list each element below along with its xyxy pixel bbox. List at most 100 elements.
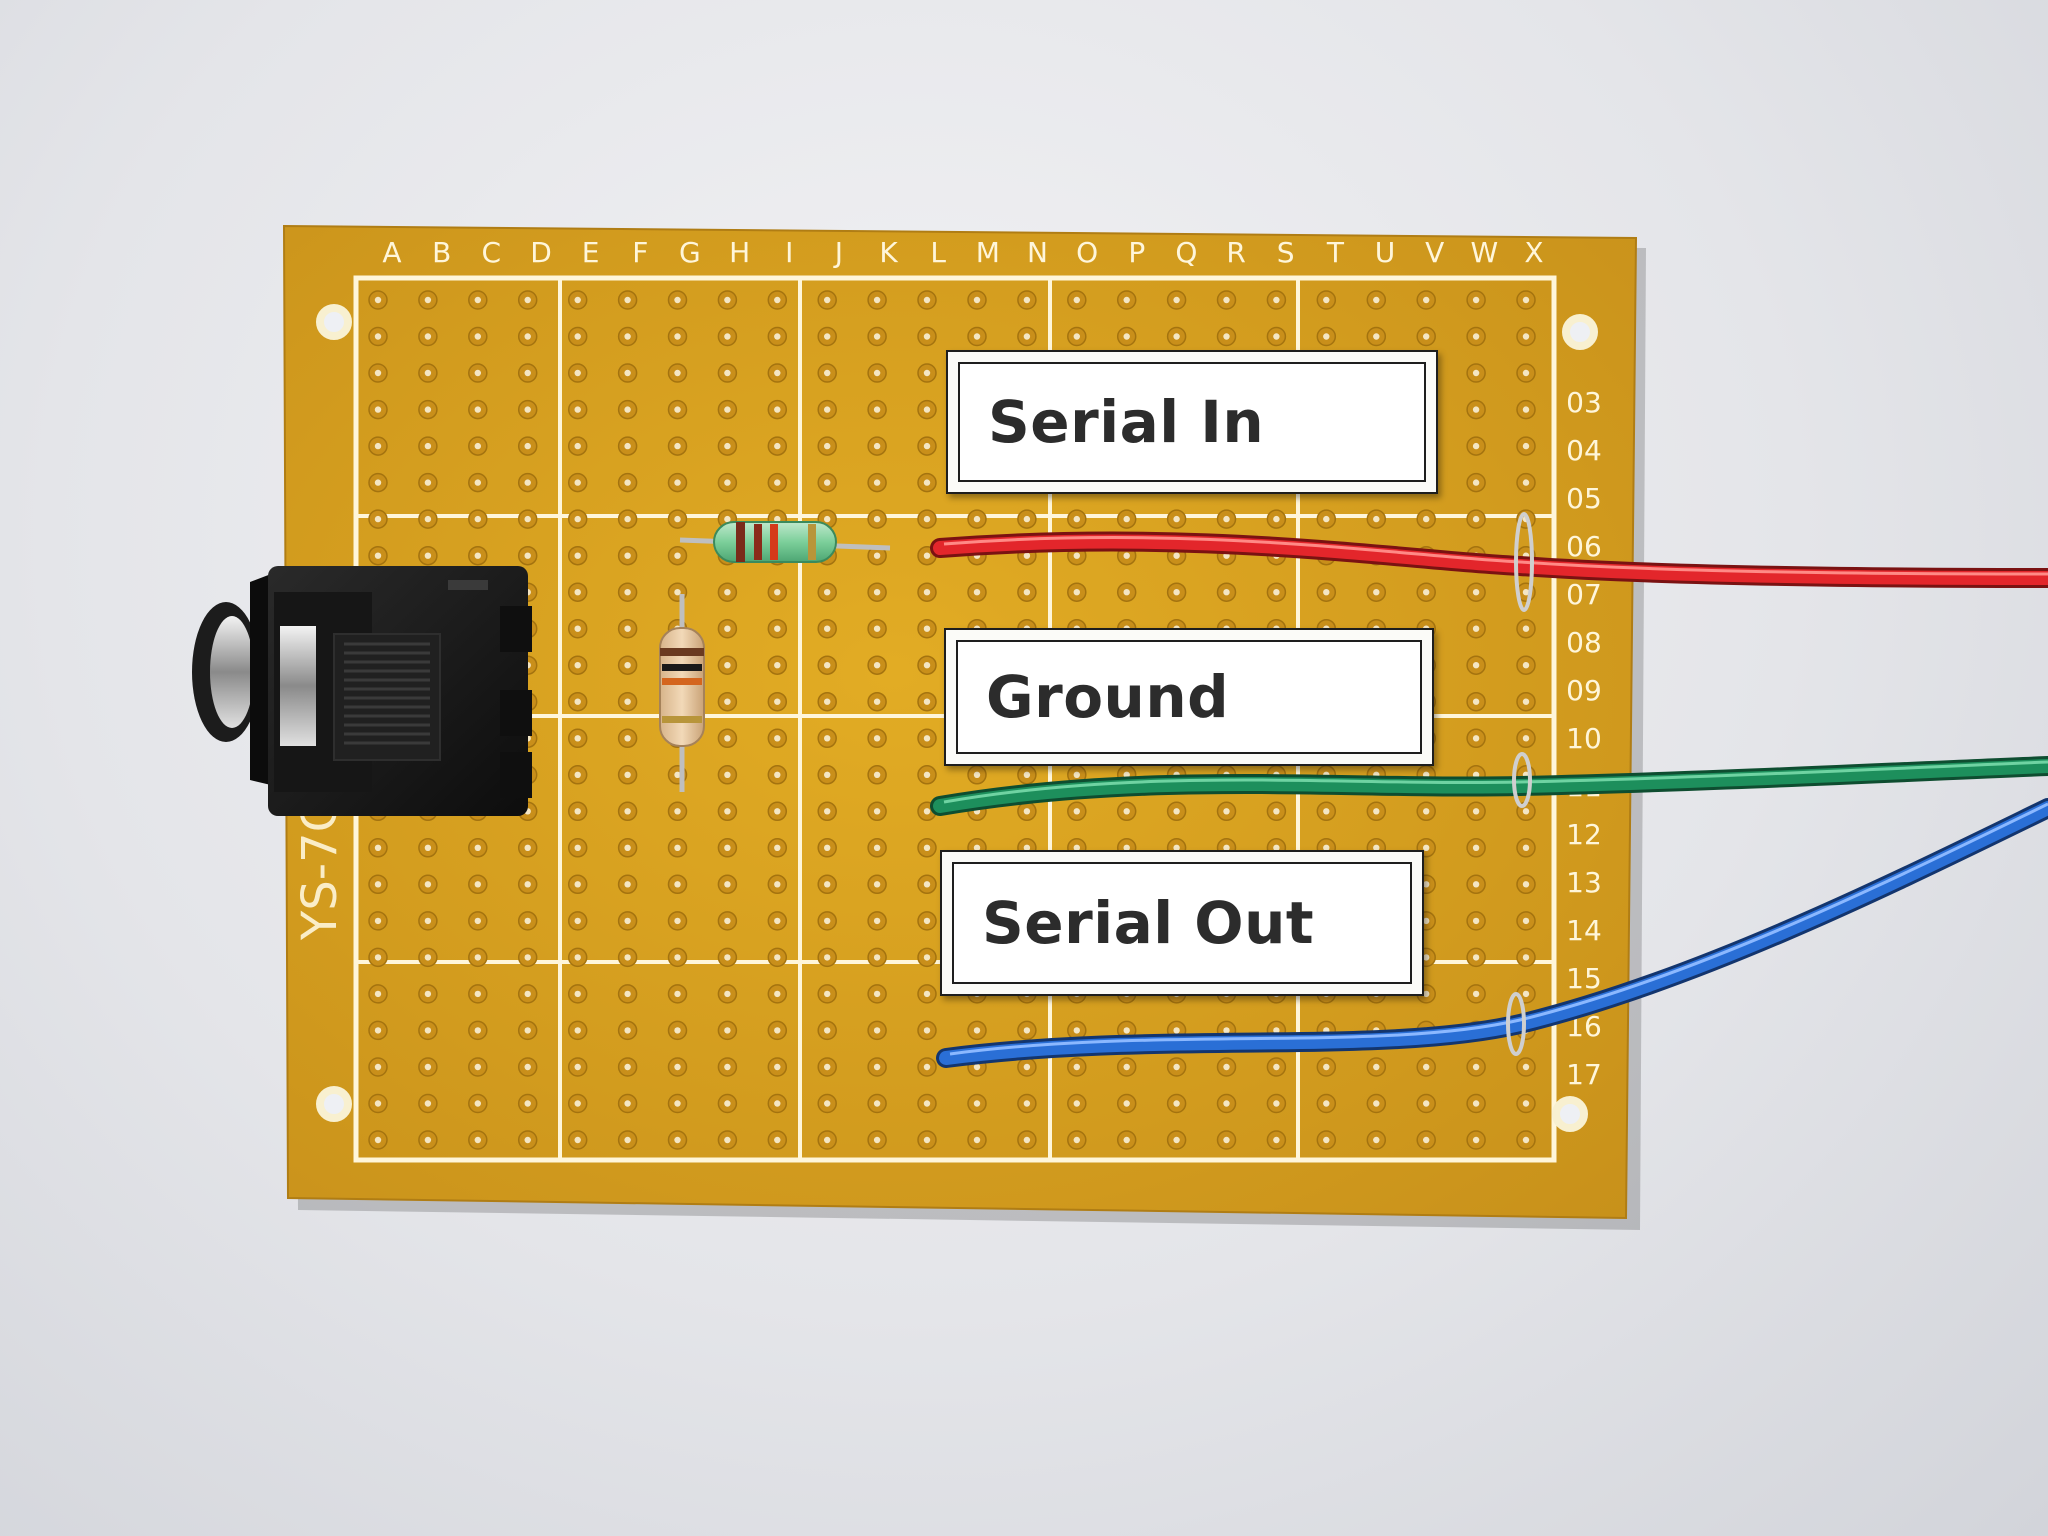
pad-hole bbox=[524, 515, 531, 523]
pad-hole bbox=[1423, 589, 1430, 596]
pad-hole bbox=[824, 990, 831, 998]
column-letter: M bbox=[976, 236, 1000, 269]
pad-hole bbox=[574, 917, 581, 925]
pad-hole bbox=[774, 296, 781, 304]
row-number: 13 bbox=[1566, 866, 1602, 899]
pad-hole bbox=[1023, 1063, 1031, 1071]
pad-hole bbox=[774, 515, 781, 523]
pad-hole bbox=[1472, 662, 1480, 669]
pad-hole bbox=[1472, 771, 1480, 778]
pad-hole bbox=[1472, 954, 1480, 961]
pad-hole bbox=[1323, 1100, 1330, 1107]
pad-hole bbox=[824, 589, 831, 596]
pad-hole bbox=[724, 990, 731, 998]
pad-hole bbox=[524, 552, 531, 559]
pad-hole bbox=[873, 1063, 881, 1071]
pad-hole bbox=[674, 552, 681, 559]
pad-hole bbox=[1423, 844, 1430, 851]
pad-hole bbox=[1522, 881, 1530, 888]
pad-hole bbox=[1423, 881, 1430, 888]
row-number: 14 bbox=[1566, 914, 1602, 947]
pad-hole bbox=[973, 333, 981, 340]
column-letter: H bbox=[729, 236, 750, 269]
pad-hole bbox=[1173, 296, 1180, 304]
pad-hole bbox=[923, 369, 931, 377]
pad-hole bbox=[1123, 1136, 1130, 1144]
pad-hole bbox=[1023, 589, 1031, 596]
pad-hole bbox=[1273, 1027, 1280, 1034]
pad-hole bbox=[923, 881, 931, 888]
serial-out-label-text: Serial Out bbox=[952, 862, 1412, 984]
column-letter: C bbox=[482, 236, 502, 269]
pad-hole bbox=[1173, 552, 1180, 559]
row-number: 03 bbox=[1566, 386, 1602, 419]
pad-hole bbox=[1373, 1136, 1380, 1144]
pad-hole bbox=[424, 917, 432, 925]
pad-hole bbox=[873, 1136, 881, 1144]
pad-hole bbox=[774, 808, 781, 815]
pad-hole bbox=[624, 954, 631, 961]
pad-hole bbox=[374, 917, 382, 925]
pad-hole bbox=[774, 698, 781, 705]
pad-hole bbox=[1223, 1027, 1230, 1034]
pad-hole bbox=[674, 990, 681, 998]
pad-hole bbox=[973, 589, 981, 596]
pad-hole bbox=[674, 808, 681, 815]
pad-hole bbox=[1073, 1100, 1081, 1107]
pad-hole bbox=[1023, 808, 1031, 815]
pad-hole bbox=[624, 552, 631, 559]
pad-hole bbox=[474, 515, 481, 523]
pad-hole bbox=[1522, 917, 1530, 925]
pad-hole bbox=[1073, 1136, 1081, 1144]
pad-hole bbox=[1023, 552, 1031, 559]
pad-hole bbox=[1223, 808, 1230, 815]
pad-hole bbox=[1023, 1100, 1031, 1107]
pad-hole bbox=[1073, 808, 1081, 815]
pad-hole bbox=[1423, 808, 1430, 815]
serial-out-label: Serial Out bbox=[940, 850, 1424, 996]
pad-hole bbox=[424, 1027, 432, 1034]
serial-in-label-text: Serial In bbox=[958, 362, 1426, 482]
pad-hole bbox=[824, 333, 831, 340]
pad-hole bbox=[1223, 296, 1230, 304]
pad-hole bbox=[1472, 808, 1480, 815]
pad-hole bbox=[1123, 1027, 1130, 1034]
pad-hole bbox=[873, 808, 881, 815]
mounting-hole bbox=[316, 304, 352, 340]
column-letter: V bbox=[1425, 236, 1444, 269]
pad-hole bbox=[1223, 1100, 1230, 1107]
pad-hole bbox=[774, 369, 781, 377]
pad-hole bbox=[374, 515, 382, 523]
pad-hole bbox=[824, 844, 831, 851]
pad-hole bbox=[824, 881, 831, 888]
ground-label: Ground bbox=[944, 628, 1434, 766]
pad-hole bbox=[1073, 589, 1081, 596]
pad-hole bbox=[1323, 296, 1330, 304]
column-letter: F bbox=[632, 236, 648, 269]
pad-hole bbox=[624, 515, 631, 523]
column-letter: N bbox=[1027, 236, 1048, 269]
pad-hole bbox=[923, 442, 931, 450]
pad-hole bbox=[424, 333, 432, 340]
pad-hole bbox=[574, 954, 581, 961]
pad-hole bbox=[674, 954, 681, 961]
pad-hole bbox=[1472, 515, 1480, 523]
pad-hole bbox=[1273, 296, 1280, 304]
pad-hole bbox=[1273, 844, 1280, 851]
pad-hole bbox=[1472, 296, 1480, 304]
pad-hole bbox=[624, 1136, 631, 1144]
pad-hole bbox=[873, 1100, 881, 1107]
pad-hole bbox=[1373, 296, 1380, 304]
pad-hole bbox=[873, 296, 881, 304]
pad-hole bbox=[1273, 1063, 1280, 1071]
pad-hole bbox=[873, 589, 881, 596]
pad-hole bbox=[624, 662, 631, 669]
pad-hole bbox=[1472, 1136, 1480, 1144]
pad-hole bbox=[1522, 1063, 1530, 1071]
serial-in-wire-highlight bbox=[943, 536, 2048, 576]
pad-hole bbox=[824, 735, 831, 742]
pad-hole bbox=[774, 917, 781, 925]
pad-hole bbox=[1522, 990, 1530, 998]
pad-hole bbox=[374, 954, 382, 961]
pad-hole bbox=[1173, 808, 1180, 815]
